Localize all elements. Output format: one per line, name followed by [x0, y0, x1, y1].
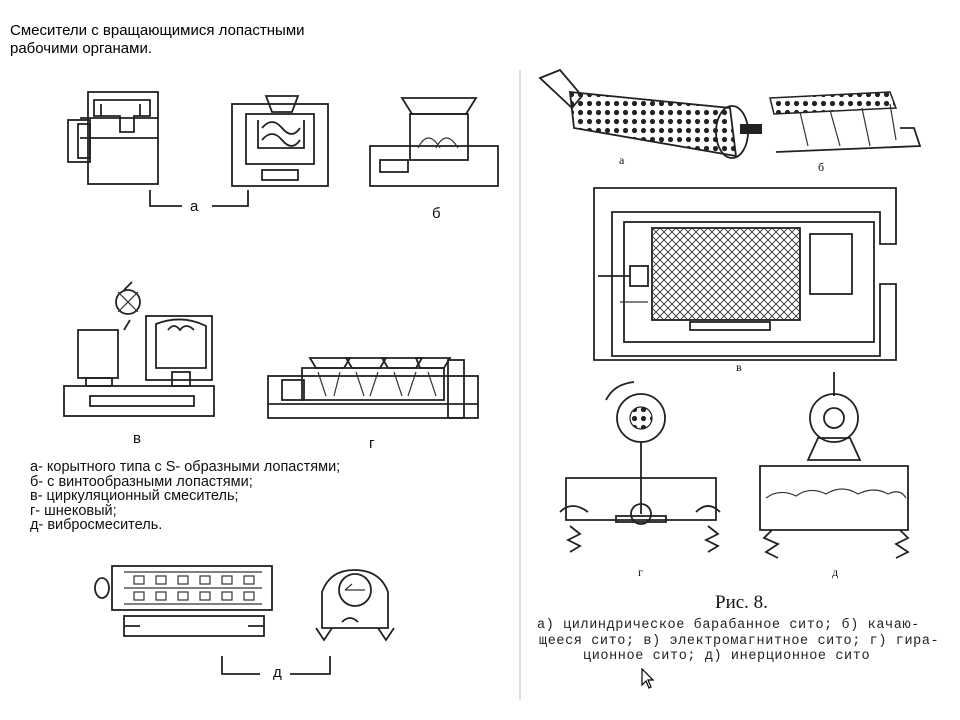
- label-v-left: в: [133, 430, 141, 447]
- mixer-a-trough-drawing: [67, 91, 159, 185]
- label-d-right: д: [832, 565, 839, 579]
- legend-item: г- шнековый;: [30, 502, 117, 519]
- legend-item: а- корытного типа с S- образными лопастя…: [30, 459, 341, 475]
- legend-item: в- циркуляционный смеситель;: [30, 488, 239, 504]
- drum-sieve-drawing: [538, 68, 762, 159]
- legend-line: а) цилиндрическое барабанное сито; б) ка…: [537, 618, 920, 633]
- mixer-b-drawing: [369, 97, 499, 187]
- electromagnetic-sieve-drawing: [593, 187, 897, 361]
- label-b-left: б: [432, 205, 441, 222]
- legend-item: д- вибросмеситель.: [30, 517, 163, 533]
- label-g-left: г: [369, 435, 375, 452]
- label-a-left: а: [190, 198, 199, 215]
- sieve-legend: а) цилиндрическое барабанное сито; б) ка…: [537, 618, 939, 665]
- mixer-a-s-blade-drawing: [231, 95, 329, 187]
- label-a-right: а: [619, 153, 625, 167]
- inertial-sieve-drawing: [759, 372, 910, 559]
- swinging-sieve-drawing: [769, 91, 922, 153]
- bracket-d: [221, 656, 331, 675]
- mixer-v-drawing: [63, 281, 215, 417]
- mixer-d-drawing: [94, 565, 395, 642]
- title-line-2: рабочими органами.: [10, 40, 152, 57]
- mixer-g-drawing: [267, 357, 479, 419]
- bracket-a: [149, 190, 249, 207]
- title-line-1: Смесители с вращающимися лопастными: [10, 22, 305, 39]
- legend-line: ционное сито; д) инерционное сито: [583, 649, 871, 664]
- mixer-legend: а- корытного типа с S- образными лопастя…: [30, 460, 340, 533]
- figure-caption: Рис. 8.: [715, 592, 768, 613]
- legend-line: щееся сито; в) электромагнитное сито; г)…: [539, 633, 940, 649]
- page-title: Смесители с вращающимися лопастными рабо…: [10, 22, 305, 58]
- legend-item: б- с винтообразными лопастями;: [30, 473, 253, 490]
- gyratory-sieve-drawing: [559, 381, 721, 553]
- label-b-right: б: [818, 160, 825, 174]
- label-d-left: д: [273, 664, 282, 681]
- label-g-right: г: [638, 565, 643, 579]
- label-v-right: в: [736, 360, 742, 374]
- mouse-pointer-icon: [641, 667, 655, 695]
